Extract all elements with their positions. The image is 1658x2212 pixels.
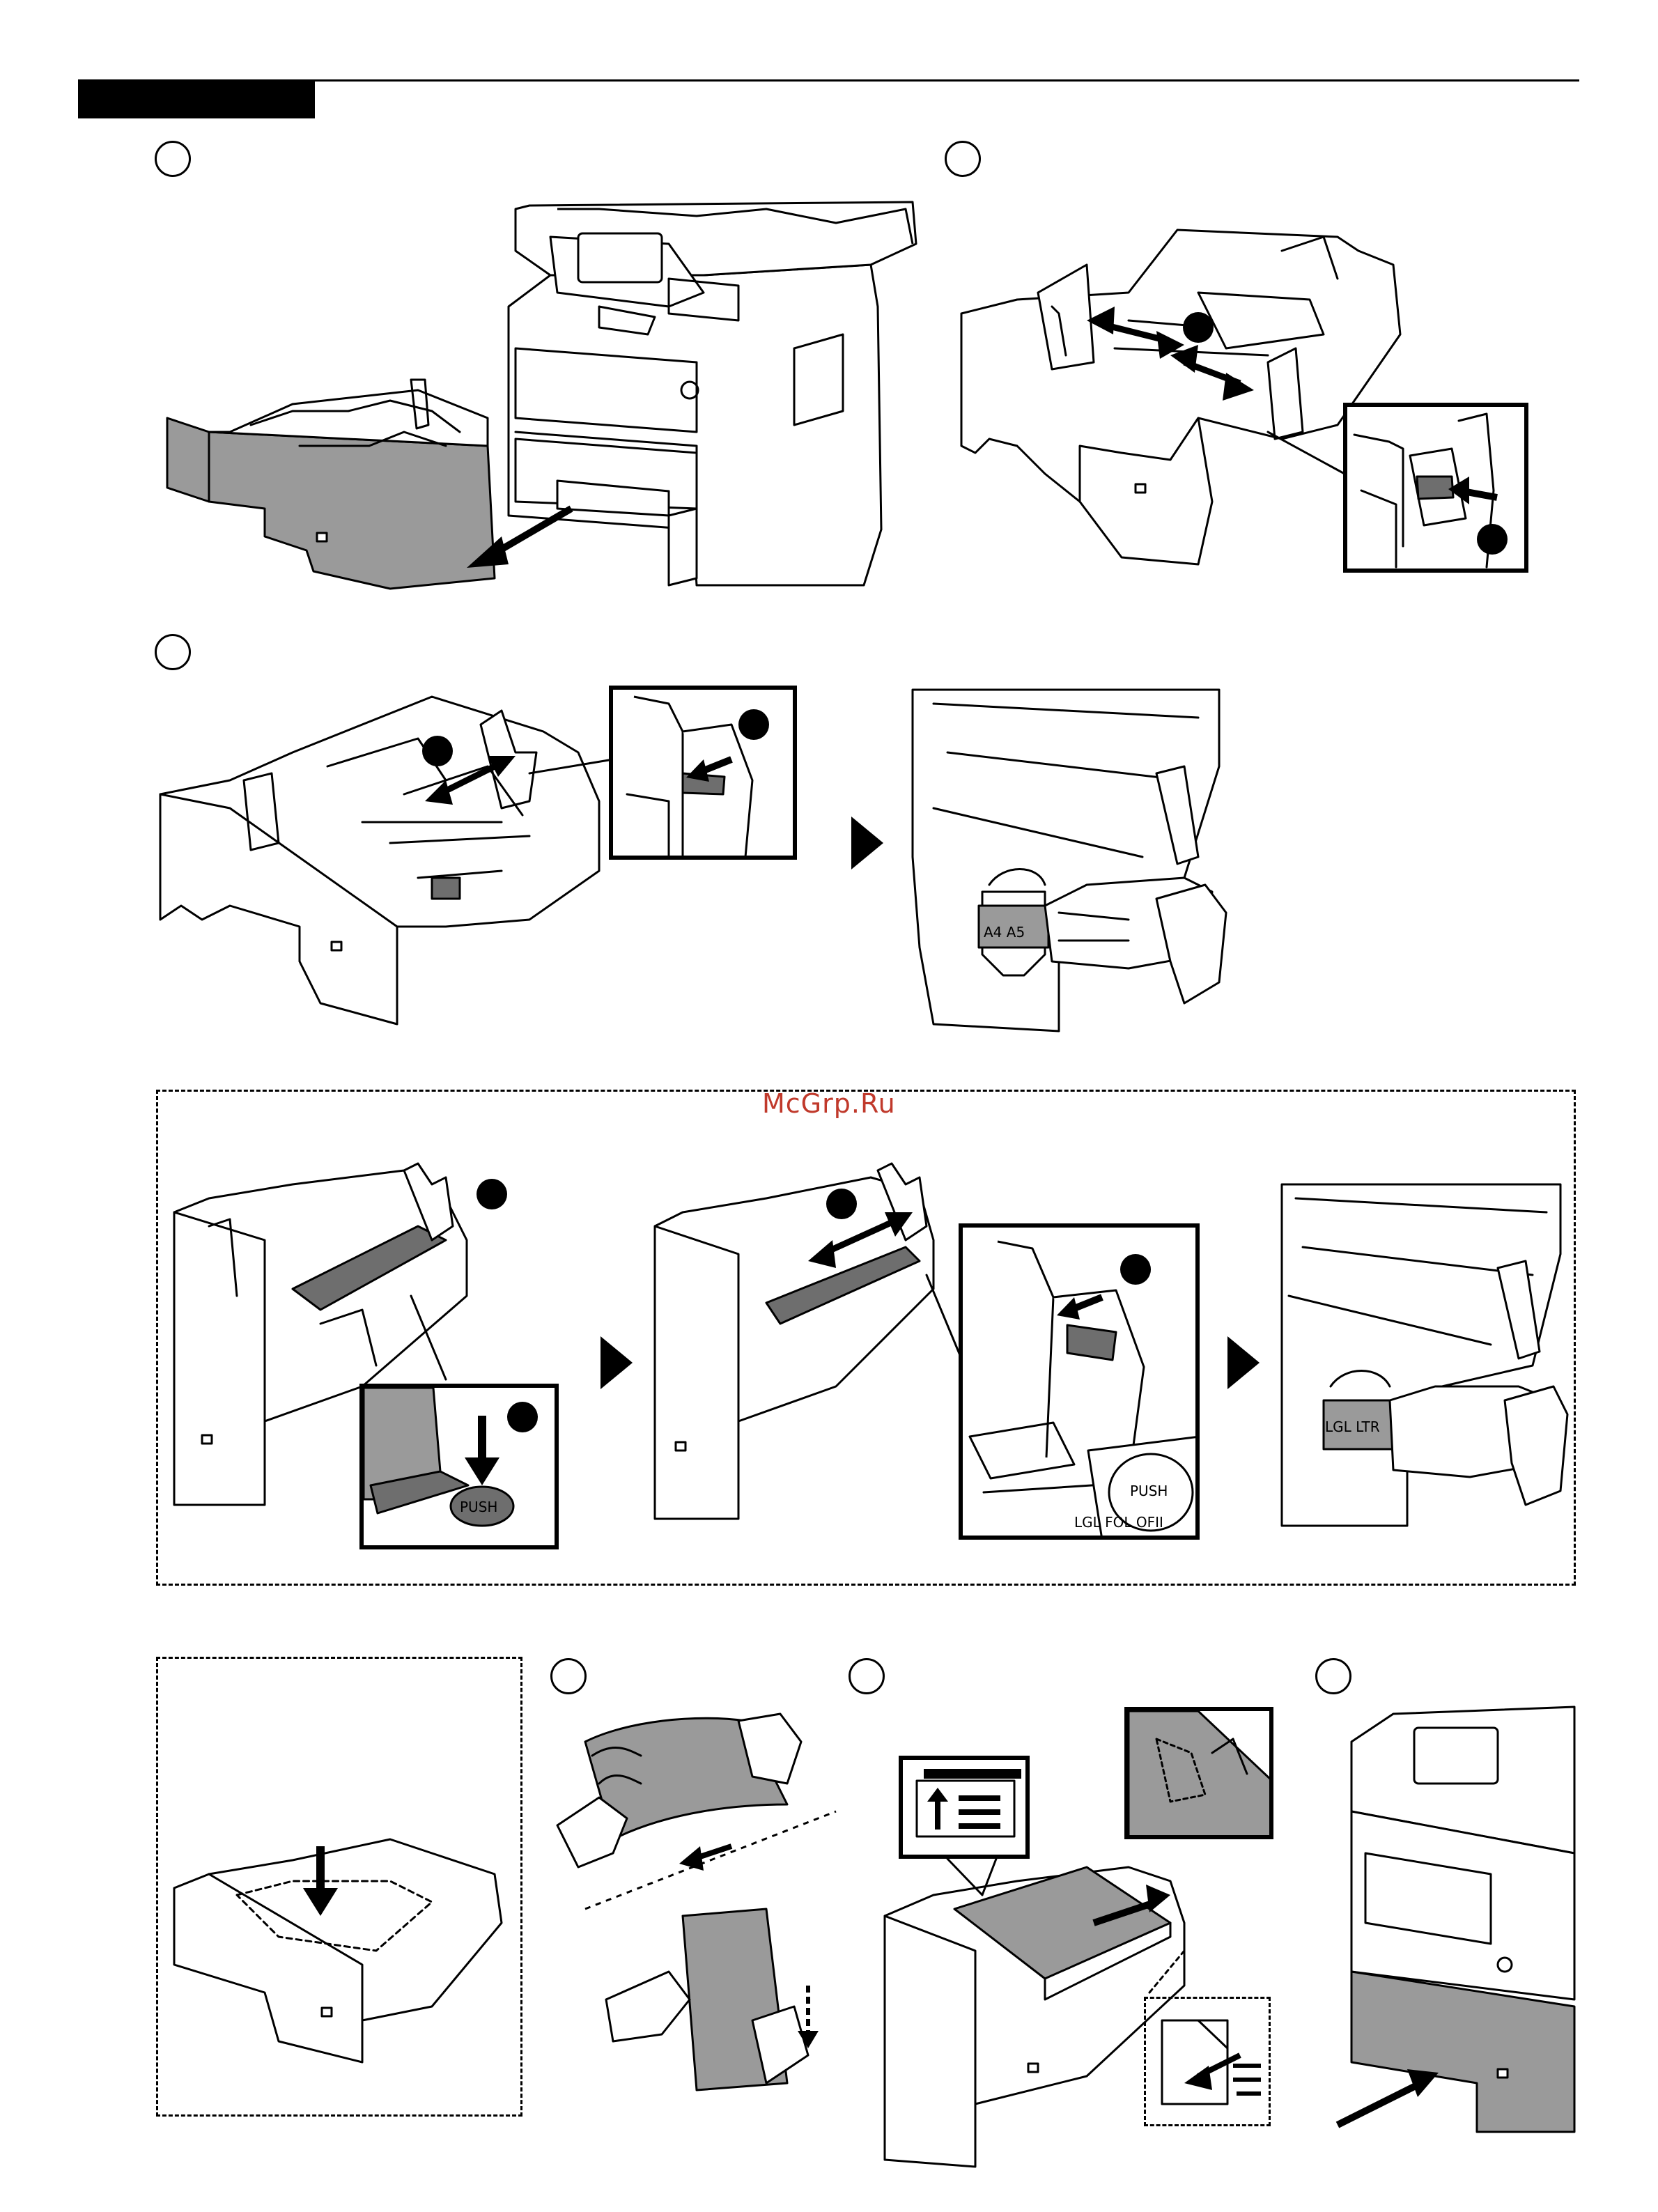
printer-insert-illustration [0, 0, 1658, 2212]
